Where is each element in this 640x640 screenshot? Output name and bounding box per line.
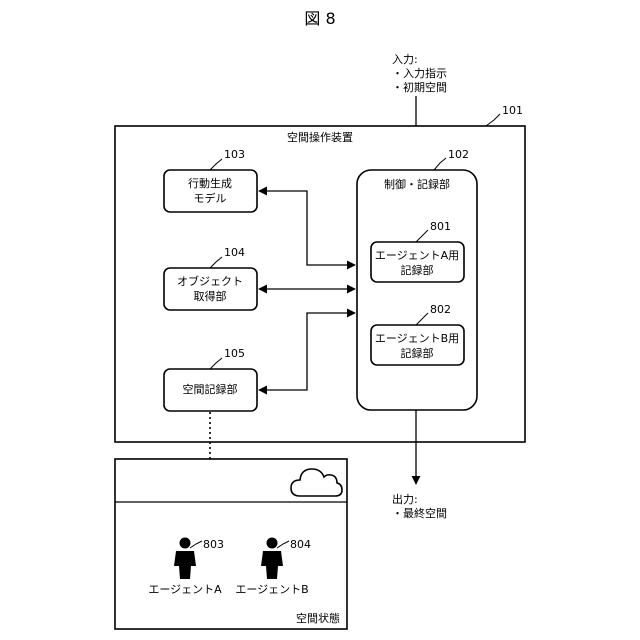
recorder-a-ref: 801 [430,220,451,233]
agent-a-ref: 803 [203,538,224,551]
recorder-a-line1: エージェントA用 [375,249,459,262]
controller-ref: 102 [448,148,469,161]
agent-b-label: エージェントB [235,583,308,596]
output-label: 出力: [392,492,418,506]
device-ref: 101 [502,104,523,117]
behavior-model-ref: 103 [224,148,245,161]
space-recorder-label: 空間記録部 [183,382,238,396]
space-state-title: 空間状態 [296,611,340,625]
object-acquirer-line2: 取得部 [194,289,227,303]
device-title: 空間操作装置 [287,130,353,144]
input-item: ・初期空間 [392,80,447,94]
recorder-b-line2: 記録部 [401,346,434,360]
agent-a-label: エージェントA [148,583,222,596]
controller-title: 制御・記録部 [384,177,450,191]
controller-box [357,170,477,410]
agent-b-ref: 804 [290,538,311,551]
recorder-b-ref: 802 [430,303,451,316]
behavior-model-line1: 行動生成 [188,176,232,190]
input-item: ・入力指示 [392,66,447,80]
device-ref-leader [486,114,500,126]
behavior-model-line2: モデル [194,191,227,205]
recorder-b-line1: エージェントB用 [375,332,459,345]
output-item: ・最終空間 [392,506,447,520]
input-note: 入力: ・入力指示 ・初期空間 [392,53,447,94]
recorder-a-line2: 記録部 [401,263,434,277]
figure-title: 図 8 [304,9,335,28]
input-label: 入力: [392,53,418,66]
object-acquirer-ref: 104 [224,246,245,259]
space-recorder-ref: 105 [224,347,245,360]
object-acquirer-line1: オブジェクト [177,274,243,288]
output-note: 出力: ・最終空間 [392,492,447,520]
